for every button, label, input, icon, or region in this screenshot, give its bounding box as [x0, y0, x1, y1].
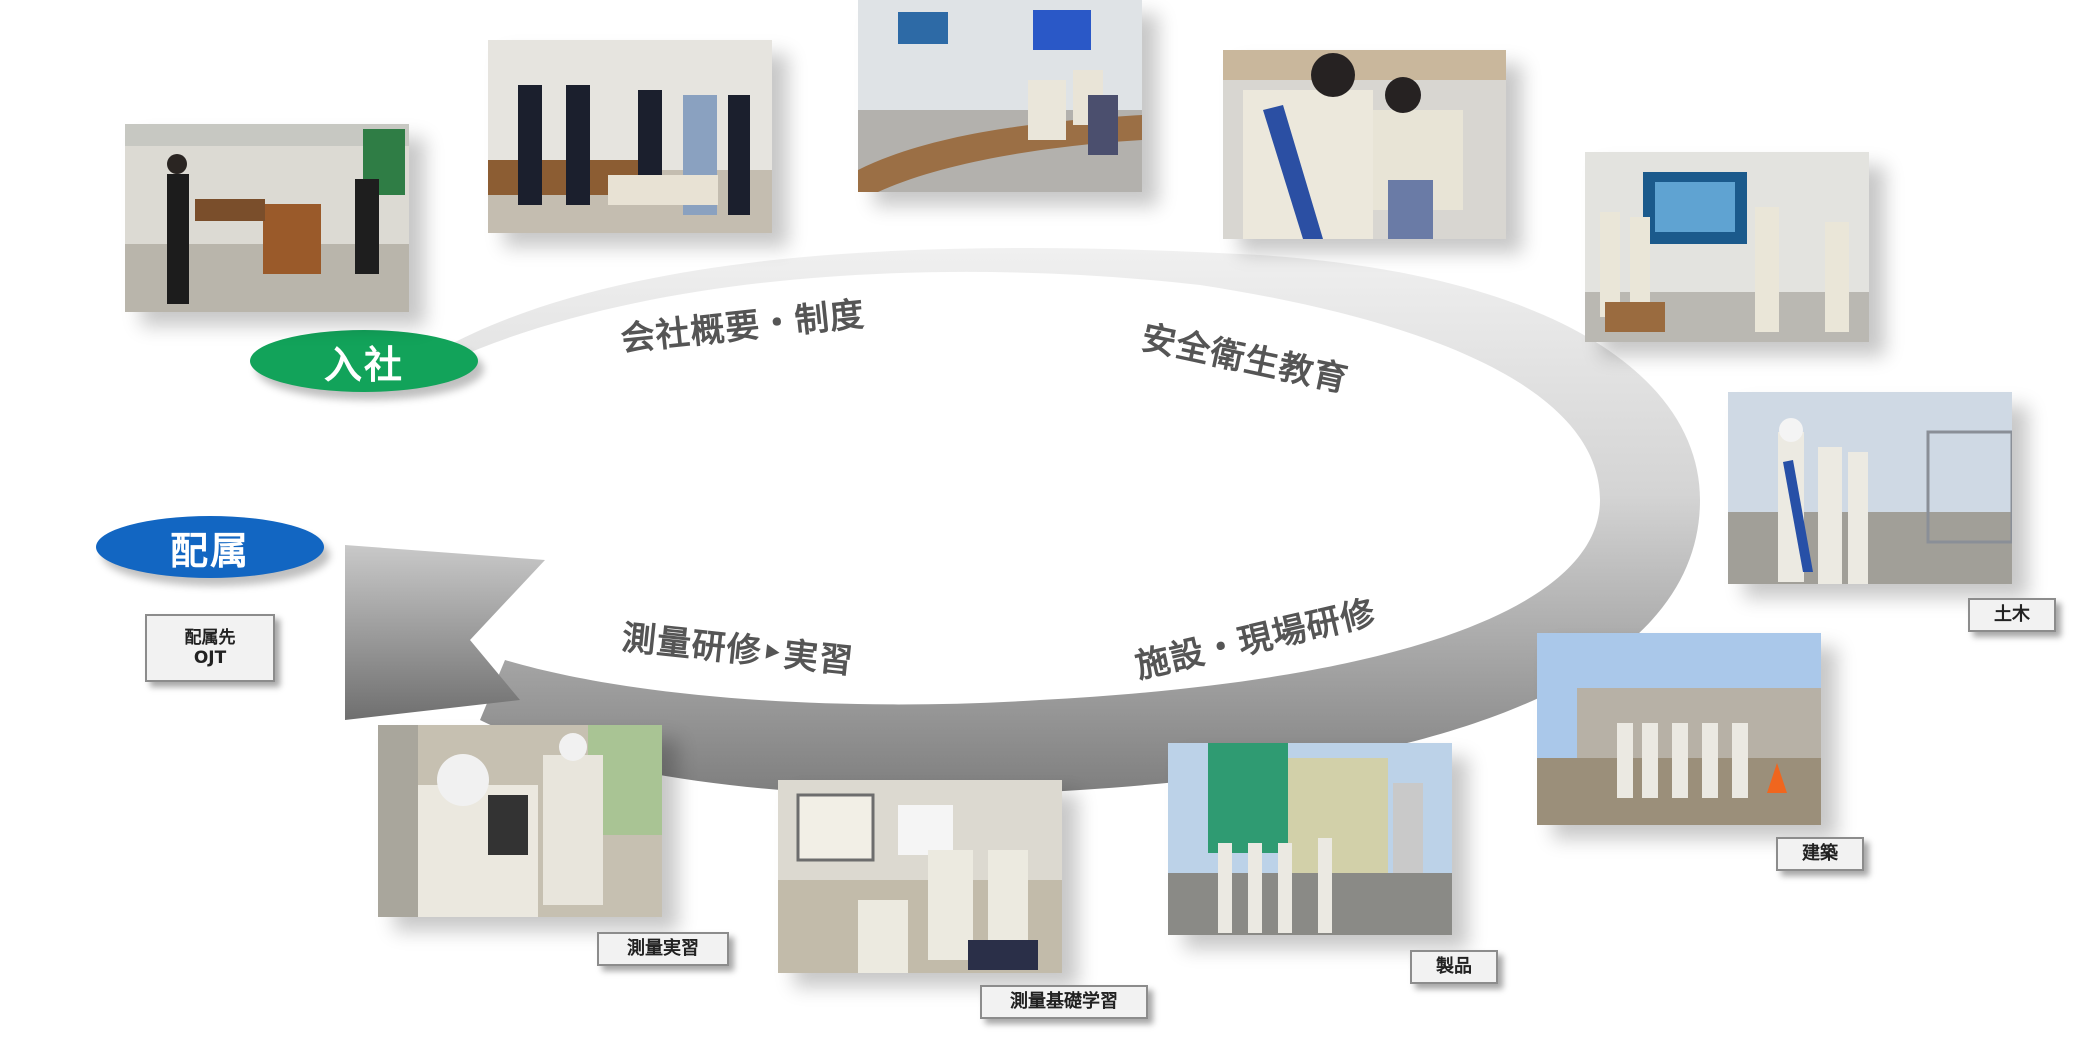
- tag-civil: 土木: [1968, 598, 2056, 632]
- tag-survey-practice: 測量実習: [597, 932, 729, 966]
- tag-architecture: 建築: [1776, 837, 1864, 871]
- photo-civil: [1728, 392, 2012, 584]
- tag-survey-basics-label: 測量基礎学習: [1010, 991, 1118, 1013]
- tag-survey-practice-label: 測量実習: [627, 938, 699, 960]
- photo-safety-training: [1585, 152, 1869, 342]
- tag-survey-basics: 測量基礎学習: [980, 985, 1148, 1019]
- end-sub-tag: 配属先 OJT: [145, 614, 275, 682]
- photo-classroom: [858, 0, 1142, 192]
- start-label: 入社: [323, 342, 404, 387]
- cycle-ring: [440, 248, 1700, 796]
- photo-safety-harness: [1223, 50, 1506, 239]
- cycle-arrowhead: [345, 545, 545, 720]
- photo-survey-basics: [778, 780, 1062, 973]
- tag-products: 製品: [1410, 950, 1498, 984]
- photo-survey-practice: [378, 725, 662, 917]
- photo-architecture: [1537, 633, 1821, 825]
- tag-products-label: 製品: [1436, 956, 1472, 978]
- photo-orientation: [488, 40, 772, 233]
- end-sub-label: 配属先 OJT: [184, 627, 236, 668]
- photo-products: [1168, 743, 1452, 935]
- end-label: 配属: [169, 528, 250, 573]
- start-node: 入社: [250, 330, 478, 392]
- end-node: 配属: [96, 516, 324, 578]
- tag-civil-label: 土木: [1994, 604, 2030, 626]
- photo-entrance-ceremony: [125, 124, 409, 312]
- tag-architecture-label: 建築: [1802, 843, 1838, 865]
